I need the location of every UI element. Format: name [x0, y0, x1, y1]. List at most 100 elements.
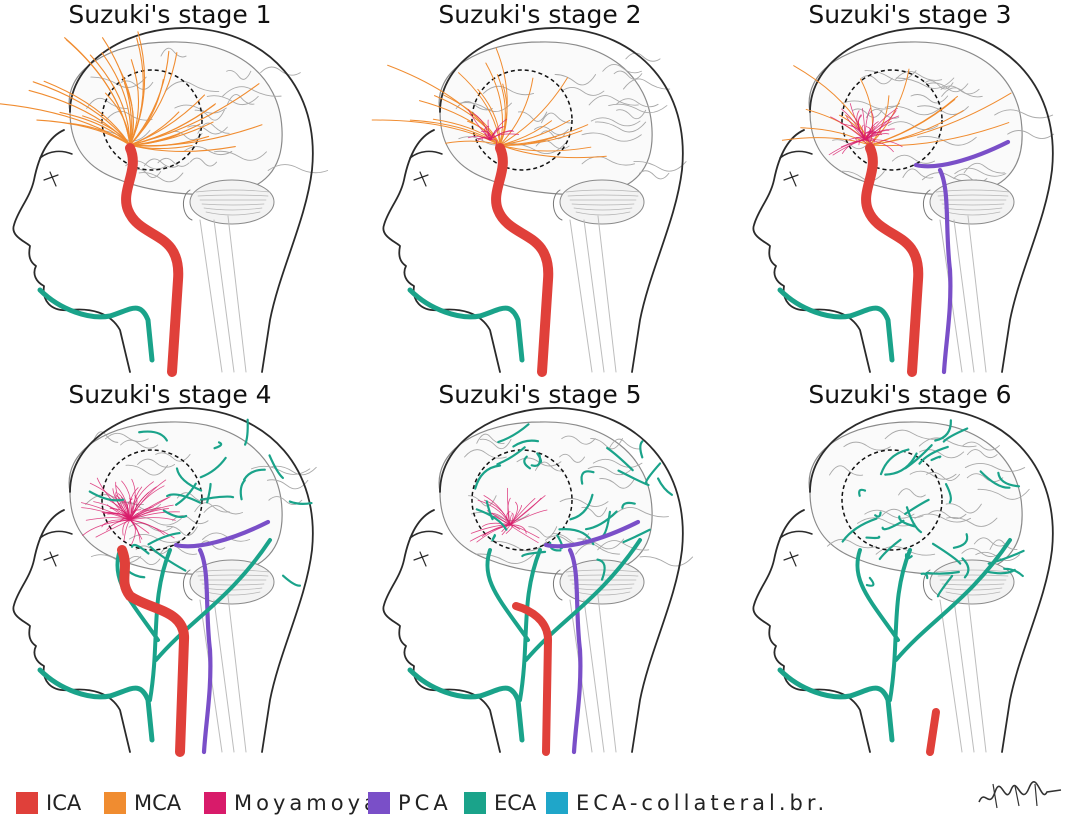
focus-circle [471, 449, 573, 551]
stage-5-illustration [382, 407, 694, 756]
eye [783, 171, 799, 187]
head-drawing [371, 27, 687, 377]
stage-6-title: Suzuki's stage 6 [808, 380, 1012, 409]
vessels [777, 419, 1025, 756]
stage-6-panel: Suzuki's stage 6 [740, 380, 1080, 760]
cerebellum [559, 559, 645, 605]
stage-2-illustration [371, 27, 687, 377]
skull-outline [69, 407, 314, 753]
legend-label-moyamoya: Moyamoya [234, 791, 381, 815]
vessels [407, 423, 673, 756]
ica-vessel [117, 545, 189, 757]
pca-vessel [543, 519, 641, 755]
legend-label-eca-collateral: ECA-collateral.br. [576, 791, 829, 815]
eca-branches [855, 538, 1012, 702]
skull-outline [809, 407, 1054, 753]
eca-swatch [464, 792, 486, 814]
stage-4-title: Suzuki's stage 4 [68, 380, 272, 409]
mca-branches [781, 65, 1012, 147]
stage-1-title: Suzuki's stage 1 [68, 0, 272, 29]
moyamoya-vessels [469, 487, 548, 544]
vessel-legend: ICA MCA Moyamoya PCA ECA ECA-collateral.… [16, 788, 916, 818]
stage-1-illustration [0, 27, 329, 377]
skull-outline [809, 27, 1054, 373]
eyebrow [39, 150, 73, 159]
eca-vessel [407, 667, 525, 743]
stage-6-illustration [752, 407, 1054, 756]
pca-vessel [173, 519, 271, 755]
brain-gyri [85, 431, 317, 565]
eca-vessel [407, 287, 525, 363]
legend-item-mca: MCA [104, 788, 181, 818]
brain-gyri [827, 429, 1030, 561]
focus-circle [841, 449, 943, 551]
moyamoya-vessels [467, 109, 520, 147]
mca-swatch [104, 792, 126, 814]
ica-vessel [121, 143, 184, 377]
ica-vessel [861, 143, 924, 377]
brain-outline [808, 421, 1023, 575]
vessels [37, 418, 313, 757]
legend-label-mca: MCA [134, 791, 182, 815]
legend-item-moyamoya: Moyamoya [204, 788, 381, 818]
vessels [371, 47, 607, 377]
legend-label-eca: ECA [494, 791, 537, 815]
focus-circle [841, 69, 943, 171]
cerebellum [929, 559, 1015, 605]
eye [43, 171, 59, 187]
stage-1-panel: Suzuki's stage 1 [0, 0, 340, 380]
mca-branches [371, 47, 607, 159]
vessels [0, 31, 263, 377]
eca-collateral-swatch [546, 792, 568, 814]
ear [923, 569, 933, 601]
spine-lines [939, 595, 987, 753]
cerebellum [559, 179, 645, 225]
legend-label-pca: PCA [398, 791, 452, 815]
stage-3-panel: Suzuki's stage 3 [740, 0, 1080, 380]
eyebrow [409, 150, 443, 159]
eca-vessel [777, 287, 895, 363]
ica-swatch [16, 792, 38, 814]
ear [553, 189, 563, 221]
ica-vessel [512, 602, 552, 756]
eyebrow [779, 530, 813, 539]
spine-lines [569, 215, 617, 373]
focus-circle [471, 69, 573, 171]
brain-gyri [832, 70, 1055, 183]
cerebellum [929, 179, 1015, 225]
ica-vessel [926, 708, 940, 756]
focus-circle [101, 69, 203, 171]
stage-3-illustration [752, 27, 1055, 377]
eye [783, 551, 799, 567]
spine-lines [199, 215, 247, 373]
cerebellum [189, 559, 275, 605]
stage-5-title: Suzuki's stage 5 [438, 380, 642, 409]
brain-gyri [464, 433, 694, 567]
brain-gyri [86, 47, 329, 183]
eyebrow [409, 530, 443, 539]
eye [43, 551, 59, 567]
legend-label-ica: ICA [46, 791, 82, 815]
head-drawing [752, 27, 1055, 377]
stage-4-panel: Suzuki's stage 4 [0, 380, 340, 760]
eyebrow [39, 530, 73, 539]
stage-3-title: Suzuki's stage 3 [808, 0, 1012, 29]
ear [923, 189, 933, 221]
eca-branches [485, 538, 642, 702]
head-drawing [0, 27, 329, 377]
cerebellum [189, 179, 275, 225]
legend-item-ica: ICA [16, 788, 81, 818]
stage-2-panel: Suzuki's stage 2 [370, 0, 710, 380]
legend-item-pca: PCA [368, 788, 452, 818]
head-drawing [12, 407, 317, 757]
eye [413, 171, 429, 187]
pca-swatch [368, 792, 390, 814]
skull-outline [439, 407, 684, 753]
vessels [777, 65, 1012, 377]
head-drawing [752, 407, 1054, 756]
brain-gyri [455, 52, 687, 180]
legend-item-eca-collateral: ECA-collateral.br. [546, 788, 828, 818]
legend-item-eca: ECA [464, 788, 536, 818]
ear [183, 189, 193, 221]
